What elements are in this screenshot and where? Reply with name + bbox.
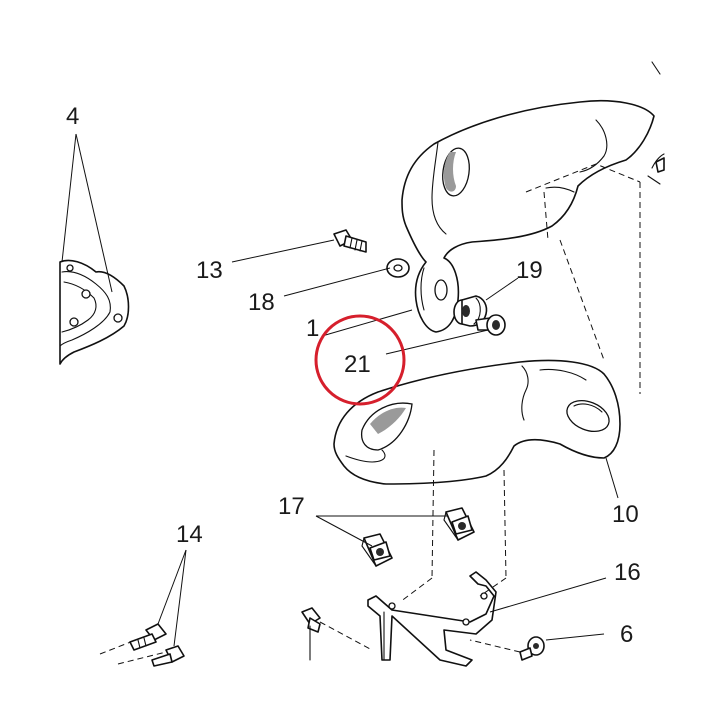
callout-18: 18 — [248, 289, 275, 316]
part-13-bolt — [333, 229, 367, 253]
part-4-bracket — [59, 259, 130, 365]
part-14-screw-upper — [129, 623, 167, 651]
callout-19: 19 — [516, 257, 543, 284]
callout-21: 21 — [344, 351, 371, 378]
callout-4: 4 — [66, 103, 79, 130]
part-18-washer — [386, 258, 410, 278]
part-17-clip-nut-right — [443, 507, 475, 541]
part-21-spacer — [475, 314, 506, 336]
part-frame-edge — [647, 61, 665, 185]
highlight-ring — [314, 314, 406, 406]
callout-17: 17 — [278, 493, 305, 520]
callout-1: 1 — [306, 315, 319, 342]
part-screw-left-of-bracket — [301, 607, 321, 661]
part-10-lower-cover — [333, 359, 621, 485]
callout-13: 13 — [196, 257, 223, 284]
part-6-screw — [519, 636, 545, 661]
part-16-bracket — [367, 571, 497, 667]
part-17-clip-nut-left — [361, 533, 393, 567]
callout-10: 10 — [612, 501, 639, 528]
part-14-screw-lower — [151, 645, 185, 667]
callout-14: 14 — [176, 521, 203, 548]
callout-6: 6 — [620, 621, 633, 648]
part-1-upper-cover — [401, 99, 655, 333]
callout-16: 16 — [614, 559, 641, 586]
